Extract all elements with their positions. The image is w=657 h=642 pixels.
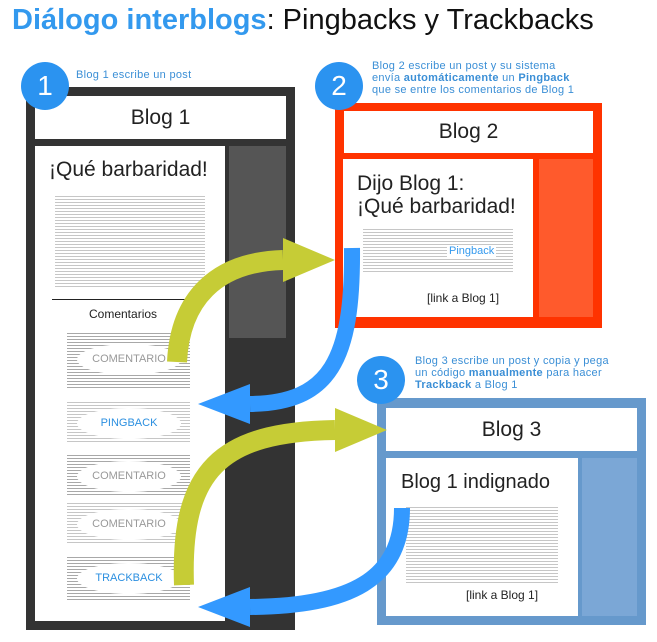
step-2-note-line2: envía automáticamente un Pingback — [372, 72, 574, 84]
step-1-note: Blog 1 escribe un post — [76, 69, 192, 81]
blog2-sidebar — [539, 159, 593, 317]
blog2-header: Blog 2 — [344, 111, 593, 153]
pingback-return-arrowhead — [198, 384, 250, 424]
blog1-header: Blog 1 — [35, 96, 286, 139]
title-rest: : Pingbacks y Trackbacks — [266, 4, 594, 36]
blog1-name: Blog 1 — [130, 106, 191, 129]
trackback-outgoing-arrowhead — [335, 408, 387, 452]
pingback-outgoing-arrow-shaft — [167, 250, 284, 363]
title-highlight: Diálogo interblogs — [12, 4, 267, 36]
blog2-link: [link a Blog 1] — [427, 291, 500, 305]
blog2-post-line2: ¡Qué barbaridad! — [357, 195, 516, 218]
step-3-note-text: a Blog 1 — [471, 379, 518, 391]
step-2-note-text: un — [498, 72, 519, 84]
blog3-link: [link a Blog 1] — [466, 588, 539, 602]
blog3-sidebar — [582, 458, 637, 616]
comment-label-2: PINGBACK — [77, 408, 181, 439]
comment-label-1: COMENTARIO — [77, 344, 181, 375]
step-3-note-line1: Blog 3 escribe un post y copia y pega — [415, 355, 609, 367]
blog2-name: Blog 2 — [438, 120, 499, 143]
blog2-post-line1: Dijo Blog 1: — [357, 172, 465, 195]
blog3-header: Blog 3 — [386, 408, 637, 451]
step-2-note-emphasis: automáticamente — [403, 72, 499, 84]
step-3-note-text: un código — [415, 367, 469, 379]
blog2-pingback-label: Pingback — [447, 245, 497, 257]
step-3-badge: 3 — [357, 356, 405, 404]
step-2-note-emphasis: Pingback — [518, 72, 570, 84]
step-2-note-line3: que se entre los comentarios de Blog 1 — [372, 84, 575, 96]
step-2-badge: 2 — [315, 62, 363, 110]
step-3-note: Blog 3 escribe un post y copia y pega un… — [415, 355, 609, 391]
blog3-post-title: Blog 1 indignado — [401, 471, 551, 493]
pingback-outgoing-arrowhead — [283, 238, 335, 282]
step-1-badge: 1 — [21, 62, 69, 110]
comment-label-5: TRACKBACK — [77, 563, 181, 594]
comment-label-4: COMENTARIO — [77, 509, 181, 540]
step-3-note-emphasis: manualmente — [468, 367, 543, 379]
blog1-post-text — [55, 196, 205, 288]
step-2-note-text: envía — [372, 72, 404, 84]
trackback-outgoing-arrow-shaft — [173, 420, 336, 586]
step-3-note-line3: Trackback a Blog 1 — [415, 379, 609, 391]
blog3-name: Blog 3 — [481, 418, 542, 441]
step-3-note-line2: un código manualmente para hacer — [415, 367, 609, 379]
comment-label-3: COMENTARIO — [77, 461, 181, 492]
trackback-return-arrow-shaft — [249, 507, 410, 615]
blog1-post-title: ¡Qué barbaridad! — [49, 158, 208, 181]
step-2-note: Blog 2 escribe un post y su sistema enví… — [372, 60, 574, 96]
blog3-post-text — [406, 507, 558, 585]
blog1-comments-label: Comentarios — [89, 307, 158, 321]
pingback-return-arrow-shaft — [249, 247, 361, 412]
step-3-note-emphasis: Trackback — [415, 379, 472, 391]
page-title: Diálogo interblogs: Pingbacks y Trackbac… — [12, 4, 594, 37]
blog1-sidebar — [229, 146, 286, 338]
trackback-return-arrowhead — [198, 587, 250, 627]
step-3-note-text: para hacer — [542, 367, 602, 379]
blog1-divider — [52, 299, 186, 300]
step-2-note-line1: Blog 2 escribe un post y su sistema — [372, 60, 556, 72]
